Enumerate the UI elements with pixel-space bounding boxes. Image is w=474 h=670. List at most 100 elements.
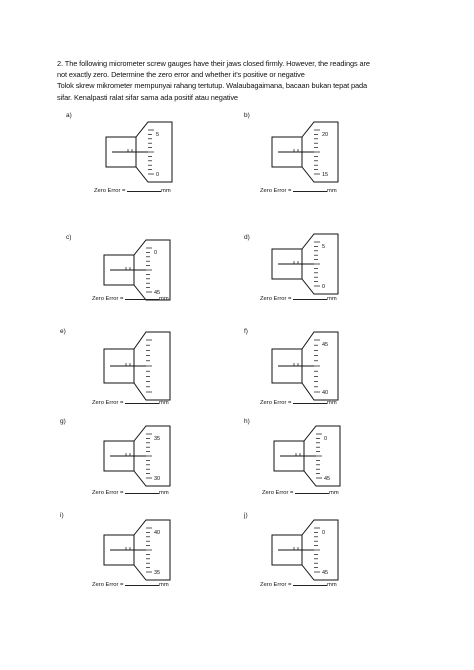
zero-error-answer-line: Zero Error = mm (262, 488, 339, 496)
micrometer-diagram: 45 40 (271, 331, 339, 401)
answer-blank (125, 580, 160, 586)
thimble (133, 239, 171, 301)
thimble-scale-number: 40 (322, 390, 328, 396)
zero-error-answer-line: Zero Error = mm (260, 398, 337, 406)
answer-blank (125, 398, 160, 404)
zero-error-answer-line: Zero Error = mm (260, 294, 337, 302)
thimble-scale-number: 0 (322, 530, 325, 536)
unit-label: mm (159, 490, 169, 496)
unit-label: mm (161, 188, 171, 194)
zero-error-label: Zero Error = (260, 296, 294, 302)
question-item: e) Zero Error = mm (60, 328, 270, 428)
intro-line-3: Tolok skrew mikrometer mempunyai rahang … (57, 81, 368, 91)
zero-error-label: Zero Error = (92, 582, 126, 588)
micrometer-diagram: 50 (105, 121, 173, 183)
zero-error-label: Zero Error = (92, 296, 126, 302)
zero-error-label: Zero Error = (262, 490, 296, 496)
item-label: c) (66, 234, 72, 241)
zero-error-label: Zero Error = (94, 188, 128, 194)
answer-blank (293, 294, 328, 300)
thimble (301, 121, 339, 183)
answer-blank (127, 186, 162, 192)
zero-error-label: Zero Error = (92, 400, 126, 406)
unit-label: mm (327, 582, 337, 588)
zero-error-label: Zero Error = (92, 490, 126, 496)
micrometer-diagram: 50 (271, 233, 339, 295)
item-label: g) (60, 418, 66, 425)
thimble (301, 519, 339, 581)
unit-label: mm (159, 400, 169, 406)
question-intro: 2. The following micrometer screw gauges… (57, 58, 427, 103)
item-label: a) (66, 112, 72, 119)
micrometer-diagram: 0 45 (273, 425, 341, 487)
zero-error-answer-line: Zero Error = mm (92, 488, 169, 496)
zero-error-label: Zero Error = (260, 400, 294, 406)
intro-line-1: 2. The following micrometer screw gauges… (57, 59, 370, 68)
thimble-scale-number: 35 (154, 570, 160, 576)
unit-label: mm (159, 296, 169, 302)
thimble (301, 233, 339, 295)
thimble (301, 331, 339, 401)
micrometer-diagram: 045 (103, 239, 171, 301)
thimble-scale-number: 45 (154, 290, 160, 296)
zero-error-answer-line: Zero Error = mm (260, 186, 337, 194)
thimble-scale-number: 5 (156, 132, 159, 138)
zero-error-label: Zero Error = (260, 582, 294, 588)
thimble-scale-number: 0 (156, 172, 159, 178)
unit-label: mm (329, 490, 339, 496)
unit-label: mm (159, 582, 169, 588)
thimble-scale-number: 45 (322, 342, 328, 348)
thimble-scale-number: 45 (324, 476, 330, 482)
item-label: i) (60, 512, 64, 519)
thimble-scale-number: 0 (322, 284, 325, 290)
thimble-scale-number: 0 (324, 436, 327, 442)
thimble-scale-number: 30 (154, 476, 160, 482)
thimble (133, 425, 171, 487)
answer-blank (125, 294, 160, 300)
thimble-scale-number: 15 (322, 172, 328, 178)
item-label: j) (244, 512, 248, 519)
micrometer-diagram: 40 35 (103, 519, 171, 581)
unit-label: mm (327, 400, 337, 406)
answer-blank (293, 186, 328, 192)
zero-error-answer-line: Zero Error = mm (92, 294, 169, 302)
zero-error-answer-line: Zero Error = mm (92, 398, 169, 406)
intro-line-2: not exactly zero. Determine the zero err… (57, 70, 305, 80)
thimble-scale-number: 5 (322, 244, 325, 250)
zero-error-answer-line: Zero Error = mm (92, 580, 169, 588)
thimble-scale-number: 20 (322, 132, 328, 138)
thimble (133, 519, 171, 581)
unit-label: mm (327, 188, 337, 194)
micrometer-diagram: 35 30 (103, 425, 171, 487)
thimble-scale-number: 45 (322, 570, 328, 576)
answer-blank (125, 488, 160, 494)
thimble (133, 331, 171, 401)
zero-error-answer-line: Zero Error = mm (94, 186, 171, 194)
micrometer-diagram: 0 45 (271, 519, 339, 581)
intro-line-4: sifar. Kenalpasti ralat sifar sama ada p… (57, 92, 238, 102)
thimble-scale-number: 40 (154, 530, 160, 536)
item-label: b) (244, 112, 250, 119)
item-label: f) (244, 328, 248, 335)
thimble (135, 121, 173, 183)
answer-blank (293, 580, 328, 586)
item-label: h) (244, 418, 250, 425)
thimble-scale-number: 35 (154, 436, 160, 442)
zero-error-label: Zero Error = (260, 188, 294, 194)
item-label: d) (244, 234, 250, 241)
micrometer-diagram (103, 331, 171, 401)
unit-label: mm (327, 296, 337, 302)
answer-blank (293, 398, 328, 404)
answer-blank (295, 488, 330, 494)
item-label: e) (60, 328, 66, 335)
